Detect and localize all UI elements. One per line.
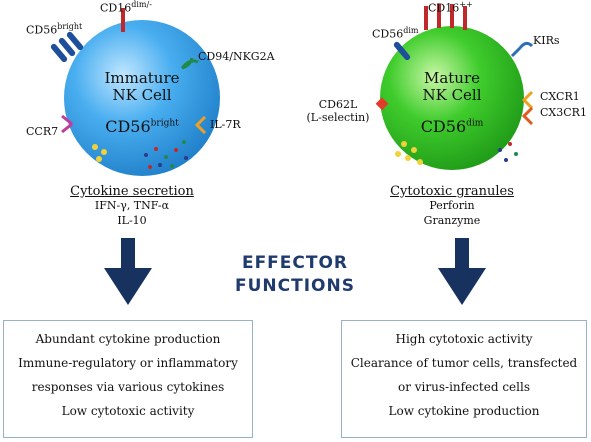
effector-line1: EFFECTOR <box>241 253 349 273</box>
cd56-receptor-left <box>50 31 84 63</box>
cytokine-item-1: IFN-γ, TNF-α <box>94 199 170 212</box>
cd56-label-left-text: CD56 <box>26 23 58 37</box>
cd62l-label-line1: CD62L <box>318 98 358 111</box>
immature-effects-box: Abundant cytokine production Immune-regu… <box>3 320 253 438</box>
cx3cr1-label: CX3CR1 <box>540 106 587 119</box>
mature-effect-1: High cytotoxic activity <box>395 332 533 346</box>
immature-effect-3: responses via various cytokines <box>31 380 225 394</box>
granule-dots <box>395 141 518 165</box>
kir-receptor <box>510 41 534 58</box>
cd56-label-right-text: CD56 <box>372 27 404 41</box>
cd56-label-right: CD56dim <box>372 26 419 41</box>
immature-effect-4: Low cytotoxic activity <box>61 404 195 418</box>
mature-nk-cell-body <box>380 26 524 170</box>
mature-cell-name: Mature NK Cell <box>402 69 502 105</box>
immature-effect-2: Immune-regulatory or inflammatory <box>18 356 238 370</box>
granule-item-2: Granzyme <box>423 213 481 227</box>
il7r-label: IL-7R <box>210 118 241 131</box>
mature-cell-name-line1: Mature <box>423 69 481 87</box>
arrow-right <box>438 238 486 305</box>
cd62l-label-line2: (L-selectin) <box>306 111 370 125</box>
immature-nk-cell-body <box>64 20 220 176</box>
immature-marker-text: CD56 <box>105 117 151 136</box>
cd56-label-left-sup: bright <box>57 22 83 31</box>
cd16-label-left: CD16dim/- <box>100 0 152 15</box>
cxcr1-receptor <box>521 90 534 110</box>
cd16-label-right: CD16++ <box>428 0 473 15</box>
mature-marker-sup: dim <box>466 118 484 129</box>
cx3cr1-receptor <box>521 106 534 126</box>
cd62l-label: CD62L (L-selectin) <box>302 98 374 124</box>
cd56-label-right-sup: dim <box>403 26 419 35</box>
cytotoxic-granules-block: Cytotoxic granules Perforin Granzyme <box>372 184 532 229</box>
cd16-label-left-sup: dim/- <box>131 0 152 9</box>
cd56-receptor-right <box>393 41 411 61</box>
cd16-receptor-left <box>121 8 125 32</box>
immature-cell-name-line1: Immature <box>104 69 180 87</box>
mature-marker-text: CD56 <box>420 117 467 136</box>
ccr7-receptor <box>61 114 73 134</box>
cd62l-receptor <box>375 97 389 111</box>
mature-effect-4: Low cytokine production <box>388 404 540 418</box>
cd16-receptor-right <box>424 4 467 30</box>
cd16-label-right-text: CD16 <box>428 1 460 15</box>
immature-cell-name: Immature NK Cell <box>92 69 192 105</box>
mature-effects-box: High cytotoxic activity Clearance of tum… <box>341 320 587 438</box>
cd16-label-left-text: CD16 <box>100 1 132 15</box>
mature-cell-name-line2: NK Cell <box>422 86 482 105</box>
arrow-left <box>104 238 152 305</box>
immature-cell-name-line2: NK Cell <box>112 86 172 105</box>
cd94-receptor <box>180 57 199 70</box>
ccr7-label: CCR7 <box>26 125 59 138</box>
granule-item-1: Perforin <box>429 199 475 212</box>
mature-cell-marker: CD56dim <box>402 117 502 136</box>
cxcr1-label: CXCR1 <box>540 90 580 103</box>
cd56-label-left: CD56bright <box>26 22 82 37</box>
immature-effect-1: Abundant cytokine production <box>35 332 221 346</box>
il7r-receptor <box>194 115 207 135</box>
immature-marker-sup: bright <box>150 118 179 129</box>
mature-effect-3: or virus-infected cells <box>398 380 530 394</box>
effector-functions-title: EFFECTOR FUNCTIONS <box>210 252 380 298</box>
cytokine-dots <box>92 140 188 169</box>
mature-effect-2: Clearance of tumor cells, transfected <box>350 356 578 370</box>
immature-cell-marker: CD56bright <box>92 117 192 136</box>
effector-line2: FUNCTIONS <box>235 275 355 296</box>
cd94-label: CD94/NKG2A <box>198 50 275 63</box>
cytokine-item-2: IL-10 <box>117 213 147 227</box>
cd16-label-right-sup: ++ <box>459 0 473 9</box>
cytokine-secretion-block: Cytokine secretion IFN-γ, TNF-α IL-10 <box>52 184 212 229</box>
kirs-label: KIRs <box>533 34 560 47</box>
cytotoxic-granules-heading: Cytotoxic granules <box>390 184 514 199</box>
cytokine-secretion-heading: Cytokine secretion <box>70 184 194 199</box>
